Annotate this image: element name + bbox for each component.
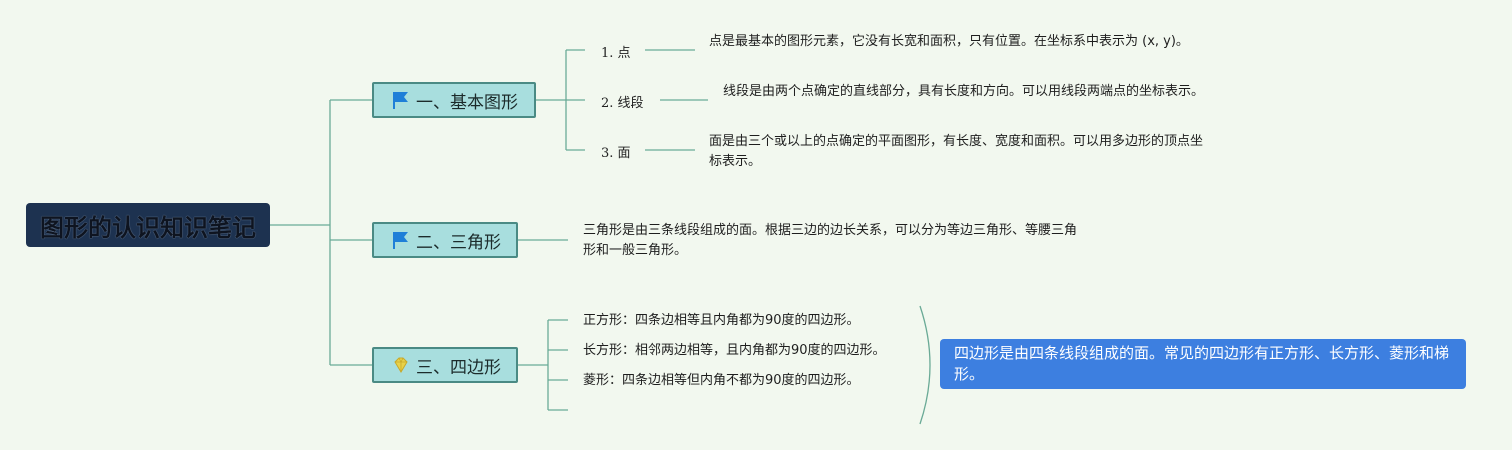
desc-face: 面是由三个或以上的点确定的平面图形，有长度、宽度和面积。可以用多边形的顶点坐标表…	[709, 134, 1204, 169]
subtopic-point[interactable]: 1. 点	[601, 46, 631, 61]
summary-text: 四边形是由四条线段组成的面。常见的四边形有正方形、长方形、菱形和梯形。	[954, 344, 1450, 383]
summary-callout[interactable]: 四边形是由四条线段组成的面。常见的四边形有正方形、长方形、菱形和梯形。	[940, 339, 1466, 389]
desc-point: 点是最基本的图形元素，它没有长宽和面积，只有位置。在坐标系中表示为 (x, y)…	[709, 34, 1189, 49]
summary-brace	[919, 305, 931, 425]
subtopic-segment[interactable]: 2. 线段	[601, 96, 644, 111]
root-title: 图形的认识知识笔记	[40, 213, 256, 242]
topic-label: 三、四边形	[416, 357, 501, 378]
desc-square: 正方形：四条边相等且内角都为90度的四边形。	[583, 313, 860, 328]
topic-triangle[interactable]: 二、三角形	[372, 222, 518, 258]
desc-segment: 线段是由两个点确定的直线部分，具有长度和方向。可以用线段两端点的坐标表示。	[723, 84, 1205, 99]
topic-label: 一、基本图形	[416, 92, 518, 113]
diamond-icon	[394, 357, 408, 373]
desc-triangle: 三角形是由三条线段组成的面。根据三边的边长关系，可以分为等边三角形、等腰三角形和…	[583, 223, 1078, 258]
subtopic-face[interactable]: 3. 面	[601, 146, 631, 161]
desc-rhombus: 菱形：四条边相等但内角不都为90度的四边形。	[583, 373, 860, 388]
desc-rectangle: 长方形：相邻两边相等，且内角都为90度的四边形。	[583, 343, 886, 358]
flag-icon	[393, 232, 408, 249]
topic-basic-shapes[interactable]: 一、基本图形	[372, 82, 536, 118]
flag-icon	[393, 92, 408, 109]
topic-quadrilateral[interactable]: 三、四边形	[372, 347, 518, 383]
topic-label: 二、三角形	[416, 232, 501, 253]
root-topic[interactable]: 图形的认识知识笔记	[26, 203, 270, 247]
